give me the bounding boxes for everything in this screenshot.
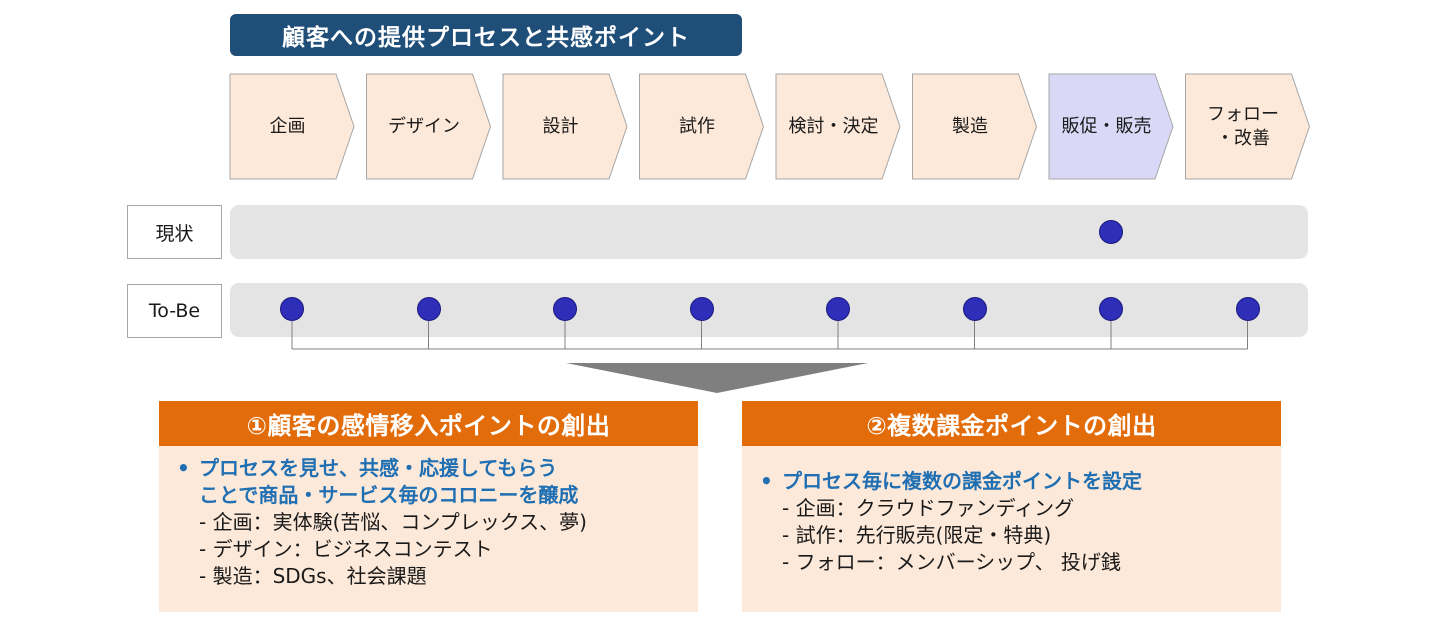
process-step-label: 販促・販売 [1061, 115, 1152, 137]
box2-bullet-line: プロセス毎に複数の課金ポイントを設定 [782, 469, 1142, 493]
process-step-label: 試作 [679, 115, 715, 137]
process-step-chevron [639, 73, 765, 180]
track-current [230, 205, 1308, 259]
process-step-chevron [775, 73, 901, 180]
process-step-label: デザイン [388, 115, 460, 137]
row-label-current: 現状 [127, 205, 222, 259]
process-point-dot [826, 297, 850, 321]
process-point-dot [1099, 297, 1123, 321]
tobe-connector-lines [291, 321, 1248, 393]
process-step-chevron [229, 73, 355, 180]
process-step-chevron [912, 73, 1038, 180]
box2-body: • プロセス毎に複数の課金ポイントを設定 - 企画：クラウドファンディング - … [742, 446, 1281, 612]
bullet-dot-icon: • [177, 456, 190, 480]
box2-bullet: • プロセス毎に複数の課金ポイントを設定 [760, 468, 1142, 495]
process-step-chevron [366, 73, 492, 180]
process-chevrons [229, 73, 1311, 180]
process-step-label: 検討・決定 [788, 115, 879, 137]
track-tobe [230, 283, 1308, 337]
box2-item: - フォロー：メンバーシップ、 投げ銭 [782, 550, 1121, 574]
process-step-chevron [502, 73, 628, 180]
bullet-dot-icon: • [760, 469, 773, 493]
box1-item: - 企画：実体験(苦悩、コンプレックス、夢) [199, 510, 587, 534]
process-step-label: 製造 [952, 115, 988, 137]
box1-bullet-line: ことで商品・サービス毎のコロニーを醸成 [199, 483, 579, 507]
box1-body: • プロセスを見せ、共感・応援してもらう ことで商品・サービス毎のコロニーを醸成… [159, 446, 698, 612]
box1-item: - デザイン：ビジネスコンテスト [199, 537, 493, 561]
process-point-dot [689, 297, 714, 321]
process-point-dot [962, 297, 987, 321]
down-arrow-icon [566, 363, 868, 393]
process-step-label: フォロー・改善 [1207, 103, 1279, 149]
box2-title: ②複数課金ポイントの創出 [742, 401, 1281, 446]
process-step-label: 設計 [542, 115, 579, 137]
page-title: 顧客への提供プロセスと共感ポイント [230, 14, 742, 56]
process-point-dot [280, 297, 304, 321]
box1-bullet: • プロセスを見せ、共感・応援してもらう ことで商品・サービス毎のコロニーを醸成 [177, 455, 587, 509]
process-point-dot [1099, 220, 1123, 244]
process-step-label: 企画 [269, 115, 306, 137]
box1-bullet-line: プロセスを見せ、共感・応援してもらう [199, 456, 558, 480]
box1-title: ①顧客の感情移入ポイントの創出 [159, 401, 698, 446]
process-point-dot [416, 297, 441, 321]
box1-item: - 製造：SDGs、社会課題 [199, 564, 427, 588]
row-label-tobe: To-Be [127, 284, 222, 338]
process-step-chevron [1185, 73, 1311, 180]
box2-item: - 試作：先行販売(限定・特典) [782, 523, 1052, 547]
box2-item: - 企画：クラウドファンディング [782, 496, 1075, 520]
process-point-dot [1235, 297, 1260, 321]
process-step-chevron [1048, 73, 1174, 180]
process-point-dot [553, 297, 577, 321]
